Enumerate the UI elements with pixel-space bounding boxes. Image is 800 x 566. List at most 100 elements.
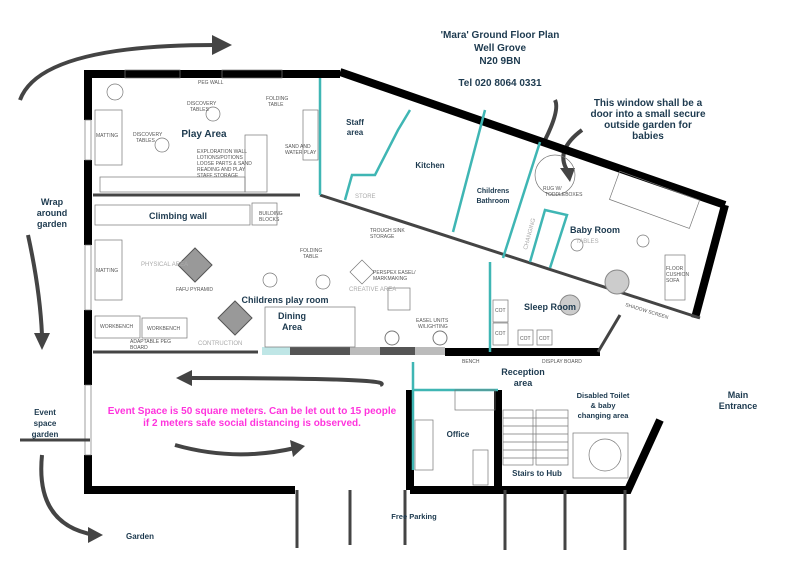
svg-text:PERSPEX EASEL/: PERSPEX EASEL/ xyxy=(373,270,416,276)
svg-text:Play Area: Play Area xyxy=(181,129,227,140)
svg-text:CUSHION: CUSHION xyxy=(666,272,689,278)
svg-text:MATTING: MATTING xyxy=(96,133,118,139)
wrap-arrow-top xyxy=(18,43,216,101)
outside-labels: Wrap around garden Event space garden Ga… xyxy=(32,197,758,541)
svg-text:if 2 meters safe social distan: if 2 meters safe social distancing is ob… xyxy=(143,418,361,429)
svg-text:EXPLORATION WALL: EXPLORATION WALL xyxy=(197,149,247,155)
svg-text:Staff: Staff xyxy=(346,118,364,127)
wrap-arrow-left xyxy=(26,234,44,336)
svg-text:space: space xyxy=(34,419,57,428)
svg-text:DISCOVERY: DISCOVERY xyxy=(133,132,163,138)
svg-text:W/LIGHTING: W/LIGHTING xyxy=(418,324,448,330)
teal-partitions xyxy=(318,78,569,470)
event-arrow-right xyxy=(174,443,296,457)
parking-posts xyxy=(20,438,627,550)
svg-text:TROUGH SINK: TROUGH SINK xyxy=(370,228,405,234)
svg-text:Well Grove: Well Grove xyxy=(474,43,526,54)
svg-text:FAFU PYRAMID: FAFU PYRAMID xyxy=(176,287,213,293)
svg-text:STORAGE: STORAGE xyxy=(370,234,395,240)
svg-text:& baby: & baby xyxy=(590,401,616,410)
svg-text:BENCH: BENCH xyxy=(462,359,480,365)
event-note: Event Space is 50 square meters. Can be … xyxy=(108,406,397,429)
svg-text:TABLE: TABLE xyxy=(268,102,284,108)
svg-text:READING AND PLAY: READING AND PLAY xyxy=(197,167,246,173)
svg-text:TODDLEBOXES: TODDLEBOXES xyxy=(545,192,583,198)
header: 'Mara' Ground Floor Plan Well Grove N20 … xyxy=(441,30,560,89)
svg-text:door into a small secure: door into a small secure xyxy=(590,109,705,120)
svg-text:Area: Area xyxy=(282,322,303,332)
svg-text:DISPLAY BOARD: DISPLAY BOARD xyxy=(542,359,582,365)
window-note: This window shall be a door into a small… xyxy=(590,98,705,142)
svg-text:Office: Office xyxy=(447,430,470,439)
svg-text:BLOCKS: BLOCKS xyxy=(259,217,280,223)
svg-text:LOTIONS/POTIONS: LOTIONS/POTIONS xyxy=(197,155,244,161)
svg-text:CONTRUCTION: CONTRUCTION xyxy=(198,341,242,347)
svg-text:DISCOVERY: DISCOVERY xyxy=(187,101,217,107)
svg-text:Sleep Room: Sleep Room xyxy=(524,302,576,312)
event-arrow-left xyxy=(189,376,384,387)
svg-text:FOLDING: FOLDING xyxy=(300,248,322,254)
svg-text:N20 9BN: N20 9BN xyxy=(479,56,520,67)
svg-text:BOARD: BOARD xyxy=(130,345,148,351)
svg-text:COT: COT xyxy=(539,336,550,342)
svg-text:LOOSE PARTS & SAND: LOOSE PARTS & SAND xyxy=(197,161,252,167)
svg-text:Climbing wall: Climbing wall xyxy=(149,211,207,221)
svg-text:changing area: changing area xyxy=(578,411,630,420)
svg-text:STAFF STORAGE: STAFF STORAGE xyxy=(197,173,239,179)
svg-text:garden: garden xyxy=(37,219,67,229)
svg-text:Garden: Garden xyxy=(126,532,154,541)
svg-text:Event Space is 50 square meter: Event Space is 50 square meters. Can be … xyxy=(108,406,397,417)
svg-text:TABLES: TABLES xyxy=(190,107,209,113)
svg-text:outside garden for: outside garden for xyxy=(604,120,692,131)
svg-text:EASEL UNITS: EASEL UNITS xyxy=(416,318,449,324)
svg-text:Free Parking: Free Parking xyxy=(391,512,437,521)
svg-text:SAND AND: SAND AND xyxy=(285,144,311,150)
svg-text:MATTING: MATTING xyxy=(96,268,118,274)
svg-text:babies: babies xyxy=(632,131,664,142)
svg-text:TABLE: TABLE xyxy=(303,254,319,260)
baby-garden-arrow xyxy=(543,99,559,141)
svg-text:Childrens: Childrens xyxy=(477,188,509,195)
svg-text:TABLES: TABLES xyxy=(136,138,155,144)
svg-text:PEG WALL: PEG WALL xyxy=(198,80,224,86)
svg-text:This window shall be a: This window shall be a xyxy=(594,98,703,109)
interior-walls xyxy=(93,193,701,490)
svg-text:garden: garden xyxy=(32,430,59,439)
svg-text:Childrens play room: Childrens play room xyxy=(241,295,328,305)
garden-arrow xyxy=(39,454,96,537)
svg-text:FLOOR: FLOOR xyxy=(666,266,684,272)
svg-text:WATER PLAY: WATER PLAY xyxy=(285,150,317,156)
svg-text:COT: COT xyxy=(495,331,506,337)
svg-text:Main: Main xyxy=(728,390,749,400)
svg-text:STORE: STORE xyxy=(355,194,376,200)
arrow-head xyxy=(176,370,192,386)
svg-text:RUG W/: RUG W/ xyxy=(543,186,562,192)
svg-text:Wrap: Wrap xyxy=(41,197,64,207)
svg-text:Event: Event xyxy=(34,408,56,417)
svg-text:BUILDING: BUILDING xyxy=(259,211,283,217)
svg-text:Stairs to Hub: Stairs to Hub xyxy=(512,469,562,478)
svg-text:Dining: Dining xyxy=(278,311,306,321)
svg-text:TABLES: TABLES xyxy=(576,239,599,245)
exterior-walls xyxy=(84,68,729,494)
svg-text:WORKBENCH: WORKBENCH xyxy=(100,324,133,330)
furniture xyxy=(94,83,701,486)
arrow-head xyxy=(290,440,305,457)
svg-text:ADAPTABLE PEG: ADAPTABLE PEG xyxy=(130,339,171,345)
svg-text:COT: COT xyxy=(495,308,506,314)
stairs xyxy=(502,409,569,466)
svg-text:Kitchen: Kitchen xyxy=(415,161,444,170)
arrow-head xyxy=(560,168,575,182)
svg-text:CREATIVE AREA: CREATIVE AREA xyxy=(349,287,396,293)
svg-text:PHYSICAL AREA: PHYSICAL AREA xyxy=(141,262,188,268)
arrow-head xyxy=(88,527,103,543)
arrow-head xyxy=(212,35,232,55)
svg-text:WORKBENCH: WORKBENCH xyxy=(147,326,180,332)
furniture-labels: PEG WALL MATTING MATTING DISCOVERY TABLE… xyxy=(96,80,689,365)
svg-text:Disabled Toilet: Disabled Toilet xyxy=(577,391,630,400)
svg-text:Entrance: Entrance xyxy=(719,401,758,411)
svg-text:SOFA: SOFA xyxy=(666,278,680,284)
svg-text:Bathroom: Bathroom xyxy=(476,198,509,205)
svg-text:area: area xyxy=(347,128,364,137)
